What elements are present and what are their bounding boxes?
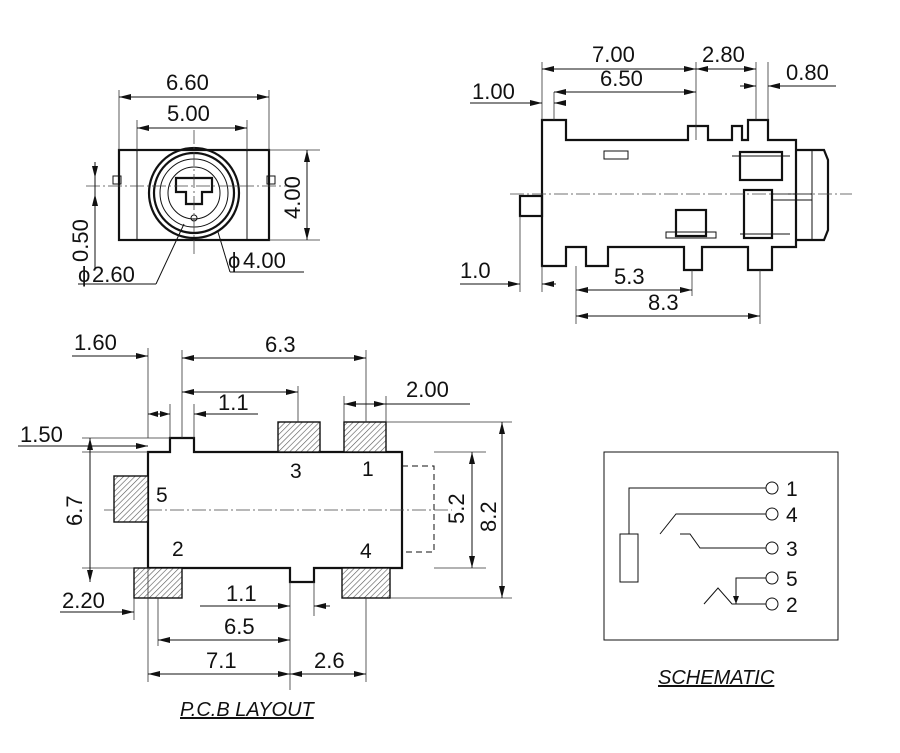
dim-4-00-vertical: 4.00 — [280, 176, 305, 219]
dim-6-7: 6.7 — [62, 495, 87, 526]
pad-5 — [113, 475, 149, 523]
side-body — [540, 118, 798, 272]
side-view: 7.00 2.80 0.80 1.00 6.50 1.0 5.3 — [460, 42, 852, 324]
schematic-frame — [603, 451, 839, 641]
dim-1-1-bottom: 1.1 — [226, 581, 257, 606]
schematic-title: SCHEMATIC — [658, 667, 775, 689]
schematic: 1 4 3 5 2 SCHEMATIC — [603, 451, 839, 689]
pcb-pin-2: 2 — [172, 538, 184, 561]
dim-8-2: 8.2 — [476, 501, 501, 532]
dim-1-1-top: 1.1 — [218, 390, 249, 415]
pcb-pin-5: 5 — [156, 484, 168, 507]
dim-5-00: 5.00 — [167, 101, 210, 126]
pad-1 — [343, 421, 387, 453]
dim-2-80: 2.80 — [702, 42, 745, 67]
pcb-pin-3: 3 — [290, 460, 302, 483]
dim-2-6: 2.6 — [314, 648, 345, 673]
pad-2 — [133, 567, 183, 599]
pad-4 — [341, 567, 391, 599]
dim-0-80: 0.80 — [786, 60, 829, 85]
schematic-pin-2: 2 — [786, 594, 798, 617]
schematic-jack-body — [619, 533, 639, 583]
dim-0-50: 0.50 — [68, 219, 93, 262]
schematic-pin-1: 1 — [786, 478, 798, 501]
dim-5-2: 5.2 — [444, 493, 469, 524]
dim-1-0: 1.0 — [460, 258, 491, 283]
pad-3 — [277, 421, 321, 453]
dim-5-3: 5.3 — [614, 264, 645, 289]
pcb-pin-4: 4 — [360, 540, 372, 563]
dim-2-20: 2.20 — [62, 588, 105, 613]
dim-1-60: 1.60 — [74, 330, 117, 355]
dim-1-00: 1.00 — [472, 79, 515, 104]
front-view: 6.60 5.00 4.00 0.50 ϕ 2.60 ϕ 4.00 — [68, 70, 320, 287]
svg-text:ϕ: ϕ — [228, 248, 240, 273]
svg-text:ϕ: ϕ — [78, 262, 90, 287]
pcb-layout: 1 2 3 4 5 1.60 6.3 1.1 2 — [18, 330, 512, 721]
schematic-pin-4: 4 — [786, 504, 798, 527]
dim-8-3: 8.3 — [648, 290, 679, 315]
pcb-layout-title: P.C.B LAYOUT — [180, 699, 316, 721]
dim-6-5: 6.5 — [224, 614, 255, 639]
dim-phi-2-60: 2.60 — [92, 262, 135, 287]
dim-6-50: 6.50 — [600, 66, 643, 91]
schematic-pin-5: 5 — [786, 568, 798, 591]
dim-7-1: 7.1 — [206, 648, 237, 673]
dim-phi-4-00: 4.00 — [243, 248, 286, 273]
dim-6-60: 6.60 — [166, 70, 209, 95]
dim-2-00: 2.00 — [406, 377, 449, 402]
dim-7-00: 7.00 — [592, 42, 635, 67]
dim-1-50: 1.50 — [20, 422, 63, 447]
schematic-pin-3: 3 — [786, 538, 798, 561]
pcb-pin-1: 1 — [362, 458, 374, 481]
dim-6-3: 6.3 — [265, 332, 296, 357]
